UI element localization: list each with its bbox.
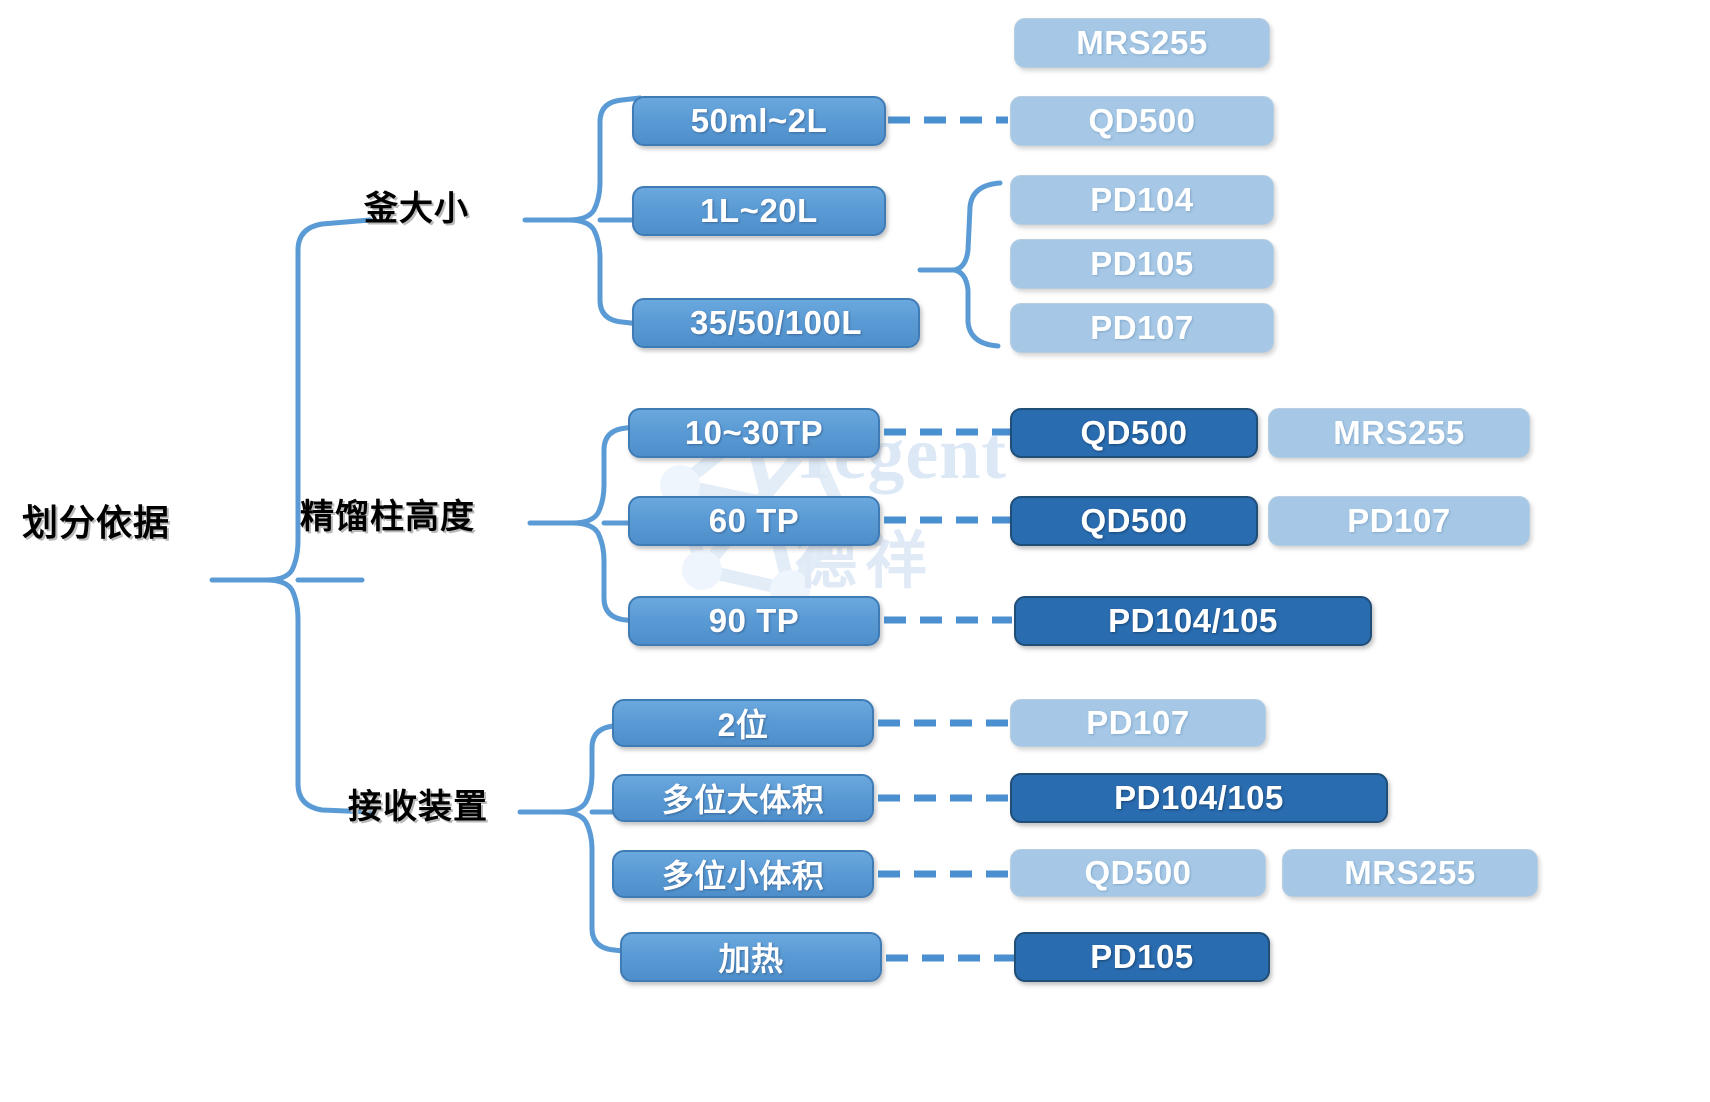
badge-qd500-60tp[interactable]: QD500 <box>1010 496 1258 546</box>
badge-pd107-60tp[interactable]: PD107 <box>1268 496 1530 546</box>
root-brace-down <box>263 577 373 815</box>
branch-label-vessel-size[interactable]: 釜大小 <box>364 190 469 228</box>
node-multi-small-volume[interactable]: 多位小体积 <box>612 850 874 898</box>
node-60tp[interactable]: 60 TP <box>628 496 880 546</box>
branch2-brace-up <box>557 721 635 815</box>
root-brace-up <box>263 217 373 583</box>
node-10-30tp[interactable]: 10~30TP <box>628 408 880 458</box>
branch0-brace-down <box>565 217 643 327</box>
node-multi-large-volume[interactable]: 多位大体积 <box>612 774 874 822</box>
branch1-brace-up <box>569 423 647 526</box>
node-1l-20l[interactable]: 1L~20L <box>632 186 886 236</box>
badge-qd500-multi-small[interactable]: QD500 <box>1010 849 1266 897</box>
badge-pd107-vessel[interactable]: PD107 <box>1010 303 1274 353</box>
badge-pd104-105-multi-large[interactable]: PD104/105 <box>1010 773 1388 823</box>
branch2-brace-down <box>557 809 635 955</box>
badge-pd105-heating[interactable]: PD105 <box>1014 932 1270 982</box>
badge-mrs255-multi-small[interactable]: MRS255 <box>1282 849 1538 897</box>
group-brace-pd <box>953 180 1003 349</box>
branch0-brace-up <box>565 95 643 223</box>
node-90tp[interactable]: 90 TP <box>628 596 880 646</box>
node-35-50-100l[interactable]: 35/50/100L <box>632 298 920 348</box>
branch-label-receiver[interactable]: 接收装置 <box>348 788 488 826</box>
badge-qd500-vessel[interactable]: QD500 <box>1010 96 1274 146</box>
node-heating[interactable]: 加热 <box>620 932 882 982</box>
branch1-brace-down <box>569 520 647 625</box>
badge-pd107-2-positions[interactable]: PD107 <box>1010 699 1266 747</box>
badge-qd500-10-30tp[interactable]: QD500 <box>1010 408 1258 458</box>
root-label[interactable]: 划分依据 <box>22 502 171 543</box>
badge-pd104-105-90tp[interactable]: PD104/105 <box>1014 596 1372 646</box>
badge-mrs255-vessel[interactable]: MRS255 <box>1014 18 1270 68</box>
node-50ml-2l[interactable]: 50ml~2L <box>632 96 886 146</box>
badge-pd105-vessel[interactable]: PD105 <box>1010 239 1274 289</box>
node-2-positions[interactable]: 2位 <box>612 699 874 747</box>
branch-label-column-height[interactable]: 精馏柱高度 <box>300 498 475 536</box>
badge-pd104-vessel[interactable]: PD104 <box>1010 175 1274 225</box>
badge-mrs255-10-30tp[interactable]: MRS255 <box>1268 408 1530 458</box>
